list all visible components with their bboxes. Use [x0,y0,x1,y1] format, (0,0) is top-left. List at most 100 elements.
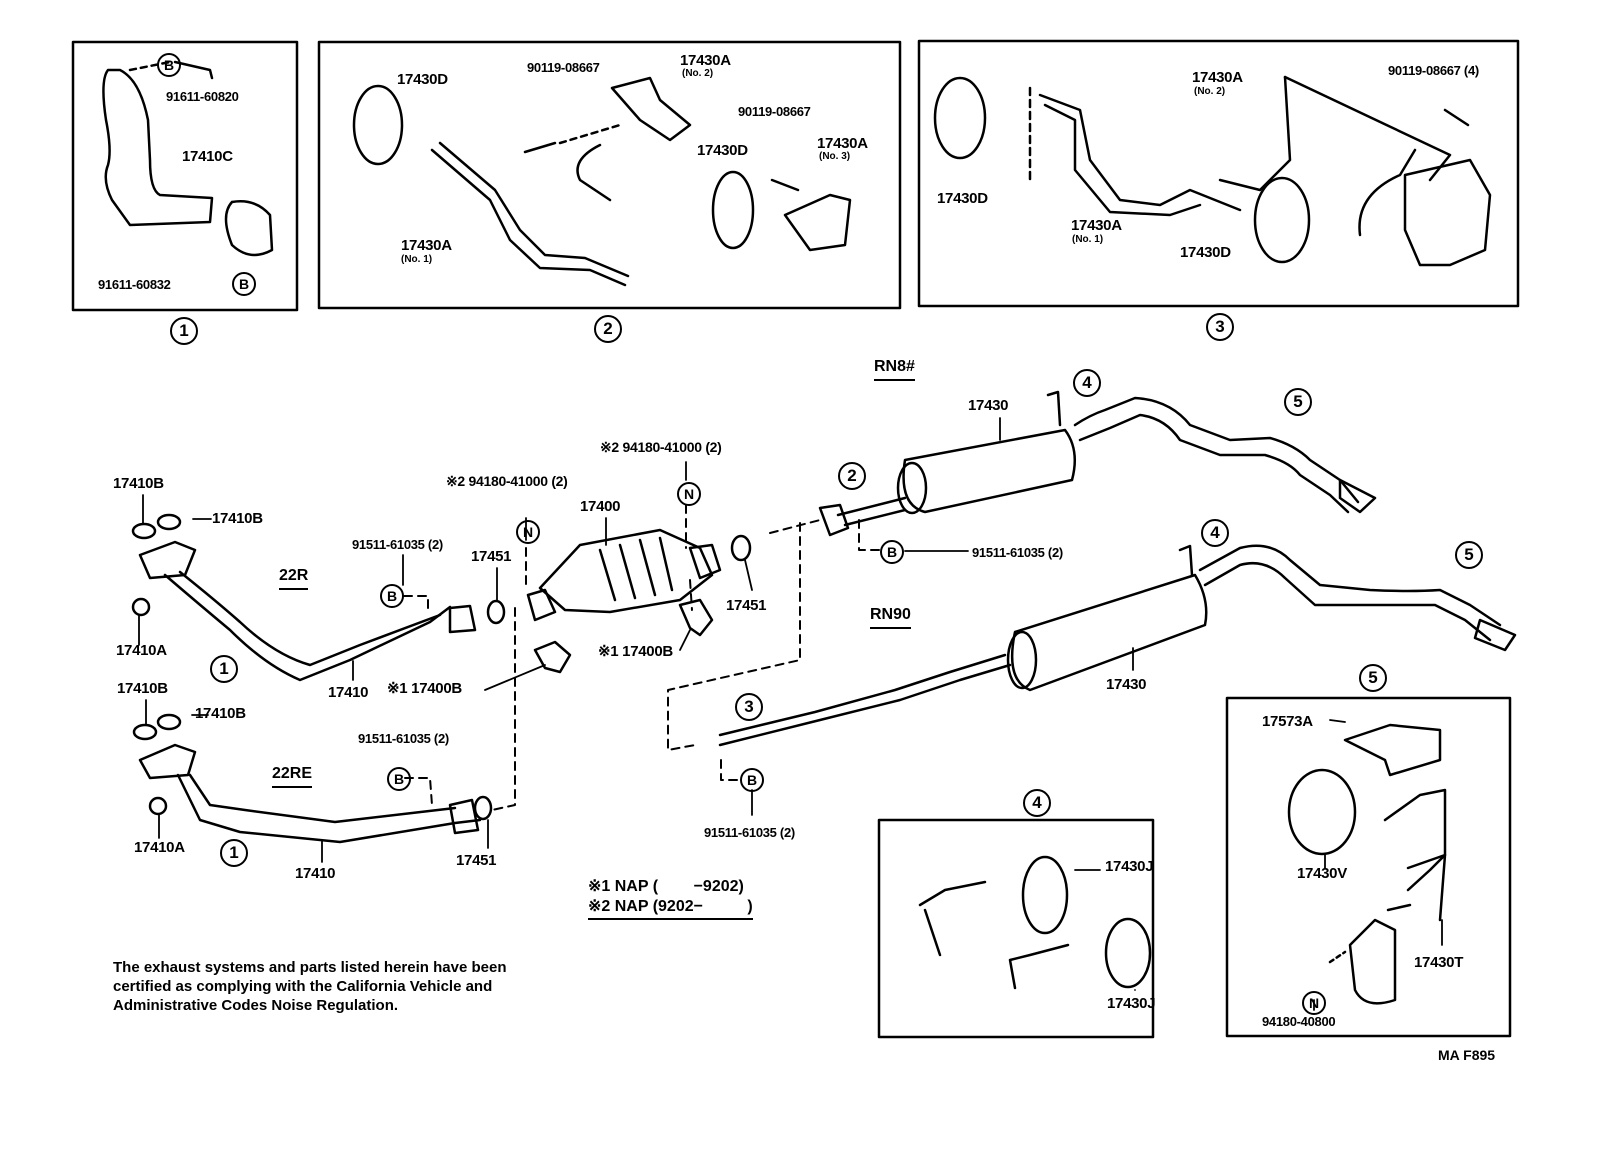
certification-note: The exhaust systems and parts listed her… [113,959,507,1014]
part-label-94180-40800[interactable]: 94180-40800 [1262,1014,1336,1029]
legend-nap-1: ※1 NAP ( −9202) [588,878,744,895]
part-sublabel-no2: (No. 2) [682,68,714,79]
part-label-17430a[interactable]: 17430A [401,237,452,254]
part-label-17430t[interactable]: 17430T [1414,954,1464,971]
part-label-17430j[interactable]: 17430J [1105,858,1154,875]
part-label-94180-41000[interactable]: ※2 94180-41000 (2) [446,473,568,489]
insulator-17430d-b [711,170,755,250]
part-label-17451[interactable]: 17451 [471,548,512,565]
model-label-rn8: RN8# [874,358,915,381]
part-label-17430a[interactable]: 17430A [680,52,731,69]
part-label-91511-61035[interactable]: 91511-61035 (2) [972,545,1063,560]
bolt-90119-08667-a [523,141,557,154]
part-label-17430a[interactable]: 17430A [817,135,868,152]
tail-tip-rn90 [1473,618,1517,652]
part-label-17410b[interactable]: 17410B [212,510,263,527]
hanger-17430t [1406,853,1447,922]
nut-symbol-n: N [677,482,701,506]
clamp-panel5 [1348,918,1397,1005]
ref-circle-3: 3 [1206,313,1234,341]
panel-3-frame [917,39,1520,308]
bolt-symbol-b: B [157,53,181,77]
gasket-17451-a [486,599,506,625]
hanger-17430a-no3 [783,193,852,252]
engine-label-22r: 22R [279,567,309,590]
part-label-17430a[interactable]: 17430A [1192,69,1243,86]
panel-2-frame [317,40,902,310]
part-label-91511-61035[interactable]: 91511-61035 (2) [704,825,795,840]
part-label-90119-08667[interactable]: 90119-08667 [527,60,600,75]
part-label-17430d[interactable]: 17430D [937,190,988,207]
insulator-17430j-b [1104,917,1152,989]
part-label-91511-61035[interactable]: 91511-61035 (2) [352,537,443,552]
ref-circle-5: 5 [1284,388,1312,416]
part-label-17410b[interactable]: 17410B [117,680,168,697]
part-sublabel-no1: (No. 1) [1072,234,1104,245]
part-label-91511-61035[interactable]: 91511-61035 (2) [358,731,449,746]
panel-4-frame [877,818,1155,1039]
part-label-17430[interactable]: 17430 [968,397,1009,414]
bracket-panel3 [1403,158,1492,267]
flange-rn8 [818,503,850,537]
ref-circle-1: 1 [210,655,238,683]
legend-nap-2: ※2 NAP (9202− ) [588,898,753,920]
part-label-17430a[interactable]: 17430A [1071,217,1122,234]
gasket-17410b-1 [131,522,157,540]
flange-22re [138,743,197,780]
engine-label-22re: 22RE [272,765,313,788]
part-label-17410b[interactable]: 17410B [113,475,164,492]
part-label-17430d[interactable]: 17430D [697,142,748,159]
panel-5-frame [1225,696,1512,1038]
insulator-17430d-c [933,76,987,160]
nut-symbol-n: N [1302,991,1326,1015]
part-label-17430v[interactable]: 17430V [1297,865,1347,882]
model-label-rn90: RN90 [870,606,911,629]
part-label-90119-08667-4[interactable]: 90119-08667 (4) [1388,63,1479,78]
part-label-17430[interactable]: 17430 [1106,676,1147,693]
ref-circle-5: 5 [1359,664,1387,692]
bolt-symbol-b: B [387,767,411,791]
part-label-17410a[interactable]: 17410A [134,839,185,856]
ref-circle-5: 5 [1455,541,1483,569]
pipe-17410-22re [176,773,482,844]
tailpipe-rn8 [1073,396,1360,504]
part-label-17400b[interactable]: ※1 17400B [598,643,673,660]
part-label-17430d[interactable]: 17430D [397,71,448,88]
part-label-17430j[interactable]: 17430J [1107,995,1156,1012]
gasket-17410b-2 [156,513,182,531]
ref-circle-4: 4 [1023,789,1051,817]
part-label-17573a[interactable]: 17573A [1262,713,1313,730]
gasket-17451-c [473,795,493,821]
bolt-90119-08667-b [770,178,800,192]
part-label-17430d[interactable]: 17430D [1180,244,1231,261]
part-label-91611-60832[interactable]: 91611-60832 [98,277,171,292]
figure-code: MA F895 [1438,1047,1496,1063]
tail-tip-rn8 [1338,478,1377,514]
bracket-17410c [102,68,214,227]
part-label-17410a[interactable]: 17410A [116,642,167,659]
part-label-17451[interactable]: 17451 [726,597,767,614]
part-sublabel-no2: (No. 2) [1194,86,1226,97]
part-label-17400[interactable]: 17400 [580,498,621,515]
insulator-17430j-a [1021,855,1069,935]
tailpipe-rn90 [1198,544,1502,627]
ref-circle-2: 2 [594,315,622,343]
part-label-17410[interactable]: 17410 [328,684,369,701]
bolt-90119-08667-c [1443,108,1470,127]
part-label-90119-08667[interactable]: 90119-08667 [738,104,811,119]
part-label-17410b[interactable]: 17410B [195,705,246,722]
part-label-17400b[interactable]: ※1 17400B [387,680,462,697]
nut-17410a-1 [131,597,151,617]
part-label-91611-60820[interactable]: 91611-60820 [166,89,239,104]
part-label-17451[interactable]: 17451 [456,852,497,869]
insulator-17430d-d [1253,176,1311,264]
part-label-17410[interactable]: 17410 [295,865,336,882]
bolt-symbol-b: B [740,768,764,792]
bolt-symbol-b: B [380,584,404,608]
nut-17410a-2 [148,796,168,816]
bolt-symbol-b: B [232,272,256,296]
part-label-94180-41000[interactable]: ※2 94180-41000 (2) [600,439,722,455]
pipe-17410-22r [163,573,452,682]
part-label-17410c[interactable]: 17410C [182,148,233,165]
